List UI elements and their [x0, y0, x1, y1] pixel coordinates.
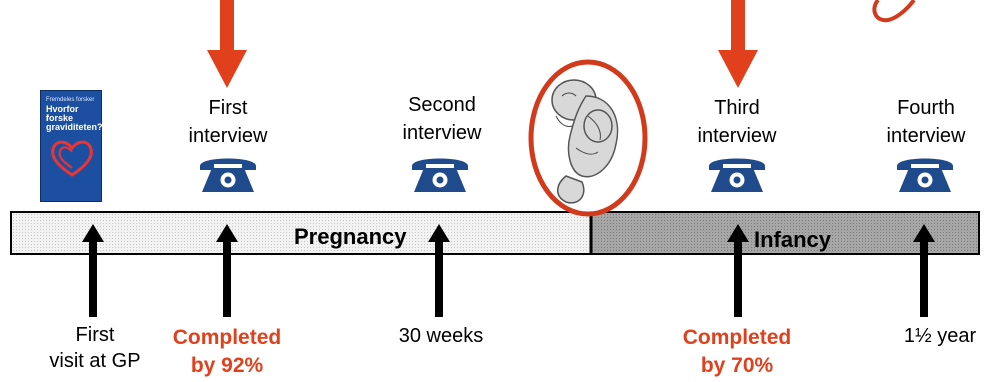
highlight-arrow-third-interview [718, 0, 758, 90]
telephone-icon [196, 152, 260, 194]
milestone-arrow-1-5-year [913, 224, 935, 317]
highlight-arrow-first-interview [207, 0, 247, 90]
booklet-cover-image: Fremdeles forsker Hvorfor forske i gravi… [40, 90, 102, 202]
phase-label-infancy: Infancy [754, 227, 831, 253]
milestone-arrow-gp-visit [82, 224, 104, 317]
telephone-icon [893, 152, 957, 194]
logo-fragment [868, 0, 928, 24]
milestone-label-30-weeks: 30 weeks [386, 322, 496, 350]
heart-icon [49, 137, 95, 179]
telephone-icon [408, 152, 472, 194]
baby-birth-illustration [526, 56, 650, 220]
milestone-arrow-third-interview [727, 224, 749, 317]
milestone-arrow-first-interview [216, 224, 238, 317]
milestone-arrow-30-weeks [428, 224, 450, 317]
phase-label-pregnancy: Pregnancy [294, 224, 407, 250]
milestone-label-1-5-year: 1½ year [892, 322, 988, 350]
telephone-icon [705, 152, 769, 194]
timeline-bar [10, 211, 980, 255]
